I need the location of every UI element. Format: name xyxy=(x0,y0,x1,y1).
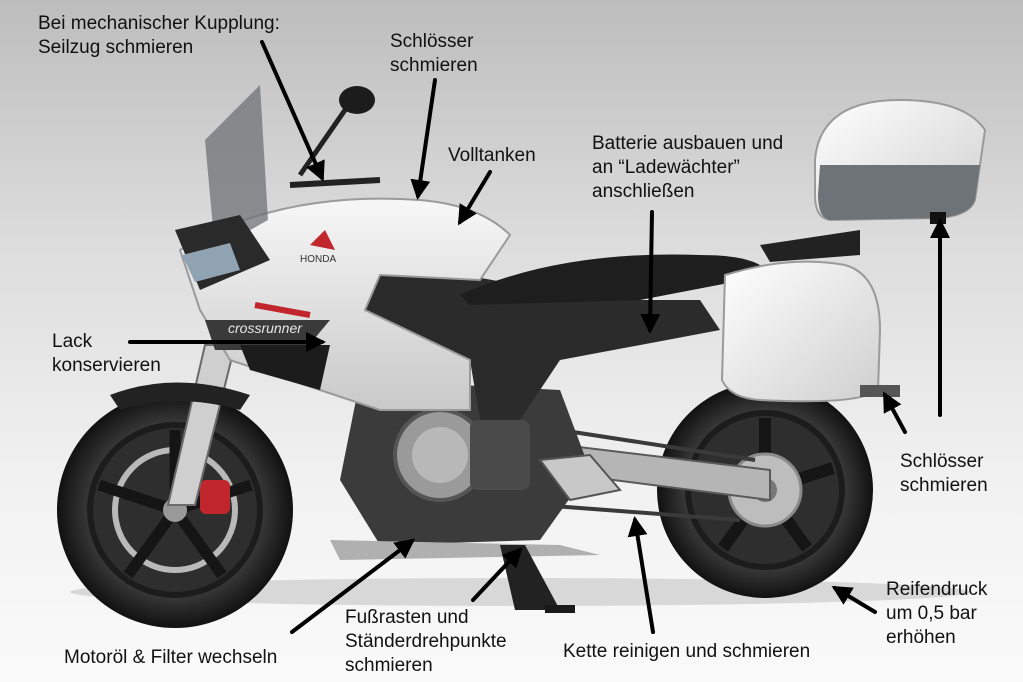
label-footrests: Fußrasten und Ständerdrehpunkte schmiere… xyxy=(345,607,507,676)
luggage-rack xyxy=(760,230,860,262)
side-case xyxy=(720,260,900,403)
mirror xyxy=(339,86,375,114)
label-clutch-cable: Bei mechanischer Kupplung: Seilzug schmi… xyxy=(38,13,280,58)
footrest xyxy=(538,453,622,502)
label-battery: Batterie ausbauen und an “Ladewächter” a… xyxy=(592,133,784,202)
frame xyxy=(330,250,720,420)
chain xyxy=(539,428,756,522)
label-oil-filter: Motoröl & Filter wechseln xyxy=(64,647,278,668)
headlight xyxy=(182,243,240,282)
label-locks-rear: Schlösser schmieren xyxy=(900,451,988,496)
honda-wing-icon xyxy=(310,230,335,250)
top-case xyxy=(760,98,987,262)
label-tire-pressure: Reifendruck um 0,5 bar erhöhen xyxy=(886,579,988,648)
engine xyxy=(330,380,600,560)
label-fuel: Volltanken xyxy=(448,145,536,166)
label-chain: Kette reinigen und schmieren xyxy=(563,641,811,662)
front-fairing xyxy=(175,85,381,290)
label-locks-front: Schlösser schmieren xyxy=(390,31,478,76)
label-paint: Lack konservieren xyxy=(52,331,161,376)
model-logo: crossrunner xyxy=(228,320,303,336)
maker-logo: HONDA xyxy=(300,254,336,265)
handlebar xyxy=(289,177,381,188)
seat xyxy=(460,254,770,305)
front-wheel xyxy=(57,392,293,628)
exhaust xyxy=(330,540,600,560)
